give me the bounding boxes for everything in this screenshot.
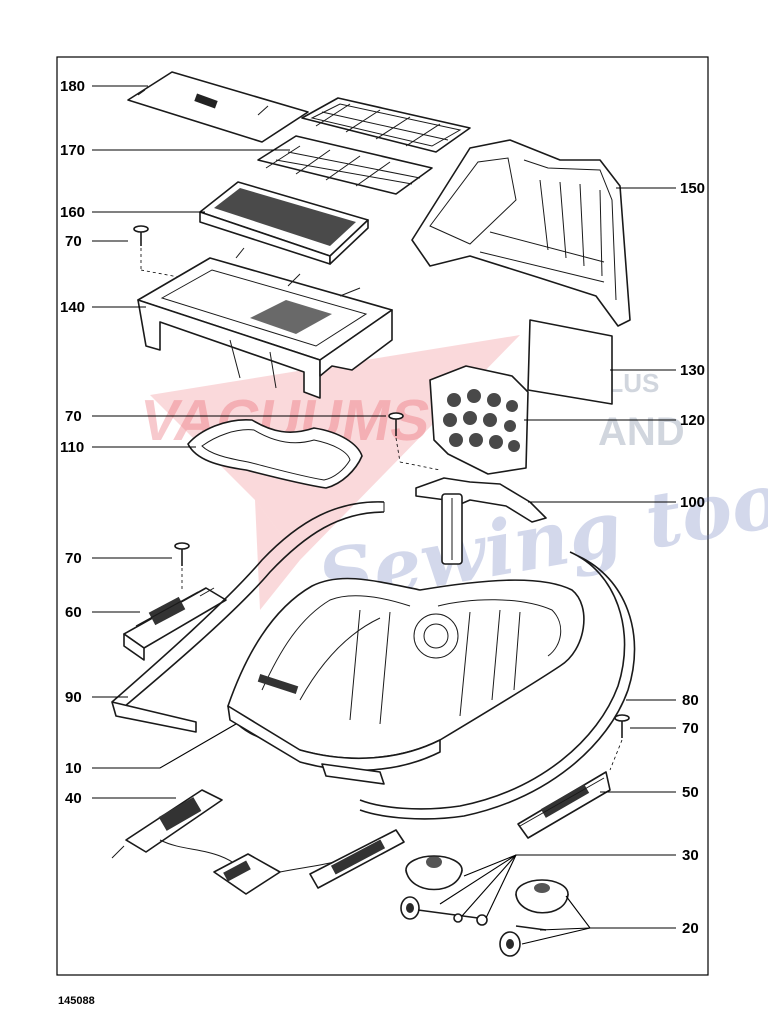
- label-50: 50: [682, 784, 699, 801]
- document-number: 145088: [58, 995, 95, 1007]
- label-10: 10: [65, 760, 82, 777]
- label-70-left: 70: [65, 550, 82, 567]
- label-100: 100: [680, 494, 705, 511]
- part-40-electronics: [111, 789, 405, 895]
- callout-labels: 180 170 160 70 140 150 130 120 70 110 10…: [60, 78, 705, 937]
- part-50-side-panel: [517, 771, 611, 839]
- part-150-rear-cover: [411, 139, 631, 327]
- label-70-mid: 70: [65, 408, 82, 425]
- part-90-bumper-left: [111, 501, 385, 733]
- part-140-filter-housing: [137, 247, 393, 399]
- part-100-bracket: [415, 477, 547, 565]
- part-60-switch: [123, 587, 227, 661]
- part-70-screw-left: [174, 542, 190, 590]
- label-80: 80: [682, 692, 699, 709]
- label-60: 60: [65, 604, 82, 621]
- part-10-base: [227, 577, 585, 772]
- watermark-word-3: AND: [598, 410, 685, 454]
- part-110-gasket: [187, 419, 363, 489]
- diagram-frame: [56, 56, 709, 976]
- label-110: 110: [60, 439, 84, 456]
- label-70-top: 70: [65, 233, 82, 250]
- label-130: 130: [680, 362, 705, 379]
- part-30-caster: [400, 855, 488, 926]
- part-120-grille: [429, 365, 529, 475]
- part-160-hepa-filter: [199, 181, 369, 265]
- label-20: 20: [682, 920, 699, 937]
- label-160: 160: [60, 204, 85, 221]
- part-70-screw-right: [609, 714, 630, 771]
- label-70-right: 70: [682, 720, 699, 737]
- label-140: 140: [60, 299, 85, 316]
- part-80-bumper-right: [321, 551, 636, 820]
- part-70-screw-mid: [388, 412, 441, 471]
- part-20-wheel: [499, 879, 569, 957]
- label-30: 30: [682, 847, 699, 864]
- part-130-filter-pad: [527, 319, 613, 405]
- label-170: 170: [60, 142, 85, 159]
- label-40: 40: [65, 790, 82, 807]
- part-180-filter-card: [127, 71, 309, 143]
- part-170-filter-frame: [257, 97, 471, 195]
- leader-lines: [92, 85, 676, 945]
- label-90: 90: [65, 689, 82, 706]
- label-180: 180: [60, 78, 85, 95]
- label-150: 150: [680, 180, 705, 197]
- label-120: 120: [680, 412, 705, 429]
